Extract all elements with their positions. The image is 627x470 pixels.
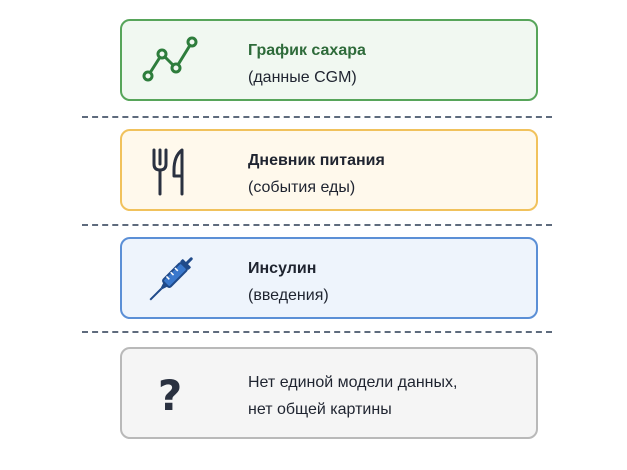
food-diary-card: Дневник питания (события еды) (120, 129, 538, 211)
cgm-card-subtitle: (данные CGM) (248, 69, 357, 86)
question-mark-icon: ? (140, 365, 200, 425)
separator-line (82, 331, 552, 333)
separator-line (82, 224, 552, 226)
insulin-card-title: Инсулин (248, 260, 317, 277)
insulin-card-subtitle: (введения) (248, 287, 329, 304)
cgm-card: График сахара (данные CGM) (120, 19, 538, 101)
insulin-card: Инсулин (введения) (120, 237, 538, 319)
no-unified-model-line2: нет общей картины (248, 401, 392, 418)
food-diary-card-subtitle: (события еды) (248, 179, 356, 196)
cgm-card-title: График сахара (248, 42, 366, 59)
separator-line (82, 116, 552, 118)
fork-knife-icon (140, 142, 200, 202)
line-chart-icon (140, 32, 200, 92)
no-unified-model-card: ? Нет единой модели данных, нет общей ка… (120, 347, 538, 439)
syringe-icon (140, 250, 200, 310)
food-diary-card-title: Дневник питания (248, 152, 385, 169)
no-unified-model-line1: Нет единой модели данных, (248, 374, 458, 391)
question-mark-glyph: ? (157, 370, 183, 420)
